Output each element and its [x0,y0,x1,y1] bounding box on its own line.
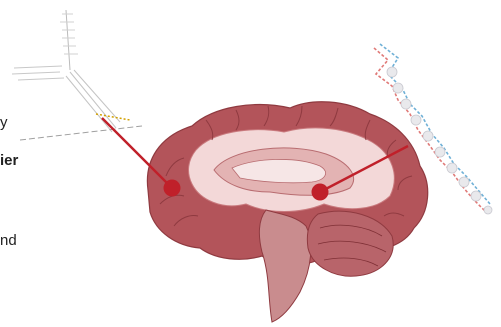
sketch-lines-icon [12,10,142,140]
brain-illustration-icon [147,102,427,322]
